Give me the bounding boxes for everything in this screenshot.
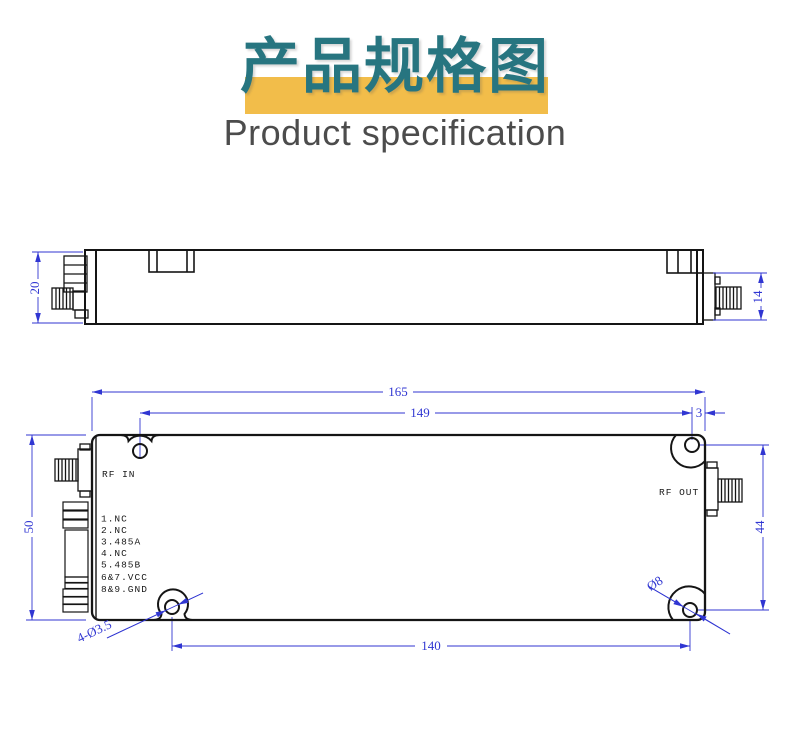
rf-in-label: RF IN [102,469,136,480]
mounting-hole-top-right [684,437,700,453]
mounting-hole-bottom-left [164,599,180,615]
dim-top-hole-span: 149 [410,405,430,420]
callout-counterbore: Ø8 [644,573,665,594]
side-view-dimensions: 20 14 [27,251,767,324]
mounting-hole-bottom-right [682,602,698,618]
dim-connector-height: 14 [750,290,765,304]
pin-label: 8&9.GND [101,584,148,595]
dim-right-offset: 3 [696,405,703,420]
callout-mounting-holes: 4-Ø3.5 [74,616,113,645]
dim-side-height: 20 [27,282,42,295]
side-view-body [84,249,704,325]
pin-list: 1.NC 2.NC 3.485A 4.NC 5.485B 6&7.VCC 8&9… [101,514,148,596]
top-view-body [90,433,707,622]
terminal-connector [62,501,89,613]
side-view-right-connector [702,272,742,321]
pin-label: 1.NC [101,514,128,525]
top-view-dimensions: 165 149 3 50 44 140 4-Ø3.5 [21,384,767,653]
side-view-left-connectors [51,255,89,319]
page-title-en: Product specification [223,112,567,153]
mounting-hole-top-left [132,443,148,459]
dim-total-length: 165 [388,384,408,399]
pin-label: 2.NC [101,525,128,536]
dim-bottom-hole-span: 140 [421,638,441,653]
mounting-ears [120,434,706,621]
dim-right-hole-span: 44 [752,520,767,534]
pin-label: 4.NC [101,548,128,559]
top-view: RF IN RF OUT 1.NC 2.NC 3.485A 4.NC 5.485… [21,384,769,653]
pin-label: 5.485B [101,560,141,571]
side-view-top-tabs [148,249,704,274]
pin-label: 3.485A [101,537,141,548]
rf-in-connector [54,443,93,498]
page-title-cn: 产品规格图 [240,32,550,102]
rf-out-label: RF OUT [659,487,699,498]
title-highlight-band [245,77,548,114]
dim-body-width: 50 [21,521,36,534]
pin-label: 6&7.VCC [101,572,148,583]
rf-out-connector [704,461,743,517]
side-view: 20 14 [27,249,767,325]
